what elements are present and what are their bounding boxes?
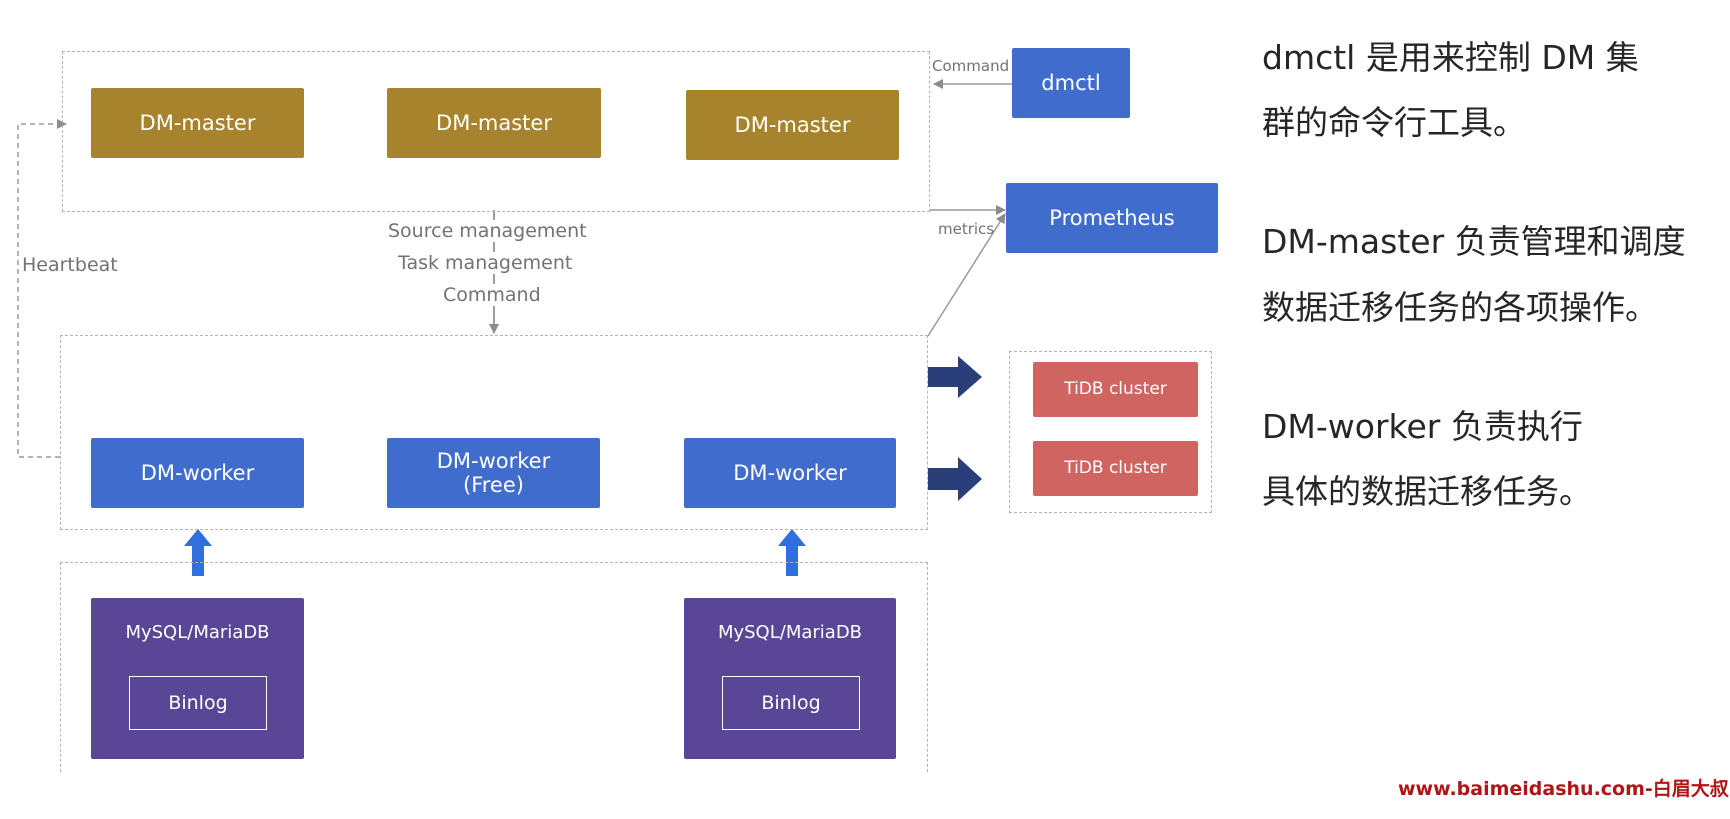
- dm-worker-label: DM-worker: [436, 448, 551, 473]
- note-dmctl-line2: 群的命令行工具。: [1262, 103, 1526, 142]
- mysql-source-node: MySQL/MariaDB Binlog: [91, 598, 304, 759]
- binlog-box: Binlog: [129, 676, 267, 730]
- command-label: Command: [932, 57, 1010, 75]
- metrics-label: metrics: [938, 220, 995, 238]
- source-label: MySQL/MariaDB: [125, 622, 270, 643]
- source-label: MySQL/MariaDB: [717, 622, 863, 643]
- tidb-cluster-node: TiDB cluster: [1033, 362, 1198, 417]
- binlog-arrow-2: [778, 529, 806, 576]
- flow-arrow-1: [928, 356, 982, 398]
- dm-master-node: DM-master: [686, 90, 899, 160]
- dm-master-node: DM-master: [91, 88, 304, 158]
- note-dmctl-line1: dmctl 是用来控制 DM 集: [1262, 38, 1639, 77]
- note-master-line2: 数据迁移任务的各项操作。: [1262, 288, 1658, 327]
- source-management-label: Source management: [388, 220, 587, 242]
- worker-group: [60, 335, 928, 530]
- binlog-arrow-1: [184, 529, 212, 576]
- prometheus-node: Prometheus: [1006, 183, 1218, 253]
- heartbeat-label: Heartbeat: [22, 254, 118, 276]
- note-master-line1: DM-master 负责管理和调度: [1262, 222, 1686, 261]
- tidb-group: [1009, 351, 1212, 513]
- dmctl-node: dmctl: [1012, 48, 1130, 118]
- heartbeat-edge: [17, 119, 67, 458]
- note-worker-line1: DM-worker 负责执行: [1262, 407, 1583, 446]
- watermark: www.baimeidashu.com-白眉大叔: [1398, 778, 1729, 800]
- note-worker-line2: 具体的数据迁移任务。: [1262, 472, 1592, 511]
- command-worker-label: Command: [443, 284, 541, 306]
- task-management-label: Task management: [398, 252, 573, 274]
- metrics-edge-worker: [927, 213, 1006, 337]
- binlog-box: Binlog: [722, 676, 860, 730]
- dm-master-node: DM-master: [387, 88, 601, 158]
- dm-worker-node: DM-worker: [684, 438, 896, 508]
- mysql-source-node: MySQL/MariaDB Binlog: [684, 598, 896, 759]
- flow-arrow-2: [928, 457, 982, 501]
- source-group: [60, 562, 928, 772]
- free-tag: (Free): [463, 473, 524, 497]
- master-group: [62, 51, 930, 212]
- tidb-cluster-node: TiDB cluster: [1033, 441, 1198, 496]
- dm-worker-free-node: DM-worker (Free): [387, 438, 600, 508]
- dm-worker-node: DM-worker: [91, 438, 304, 508]
